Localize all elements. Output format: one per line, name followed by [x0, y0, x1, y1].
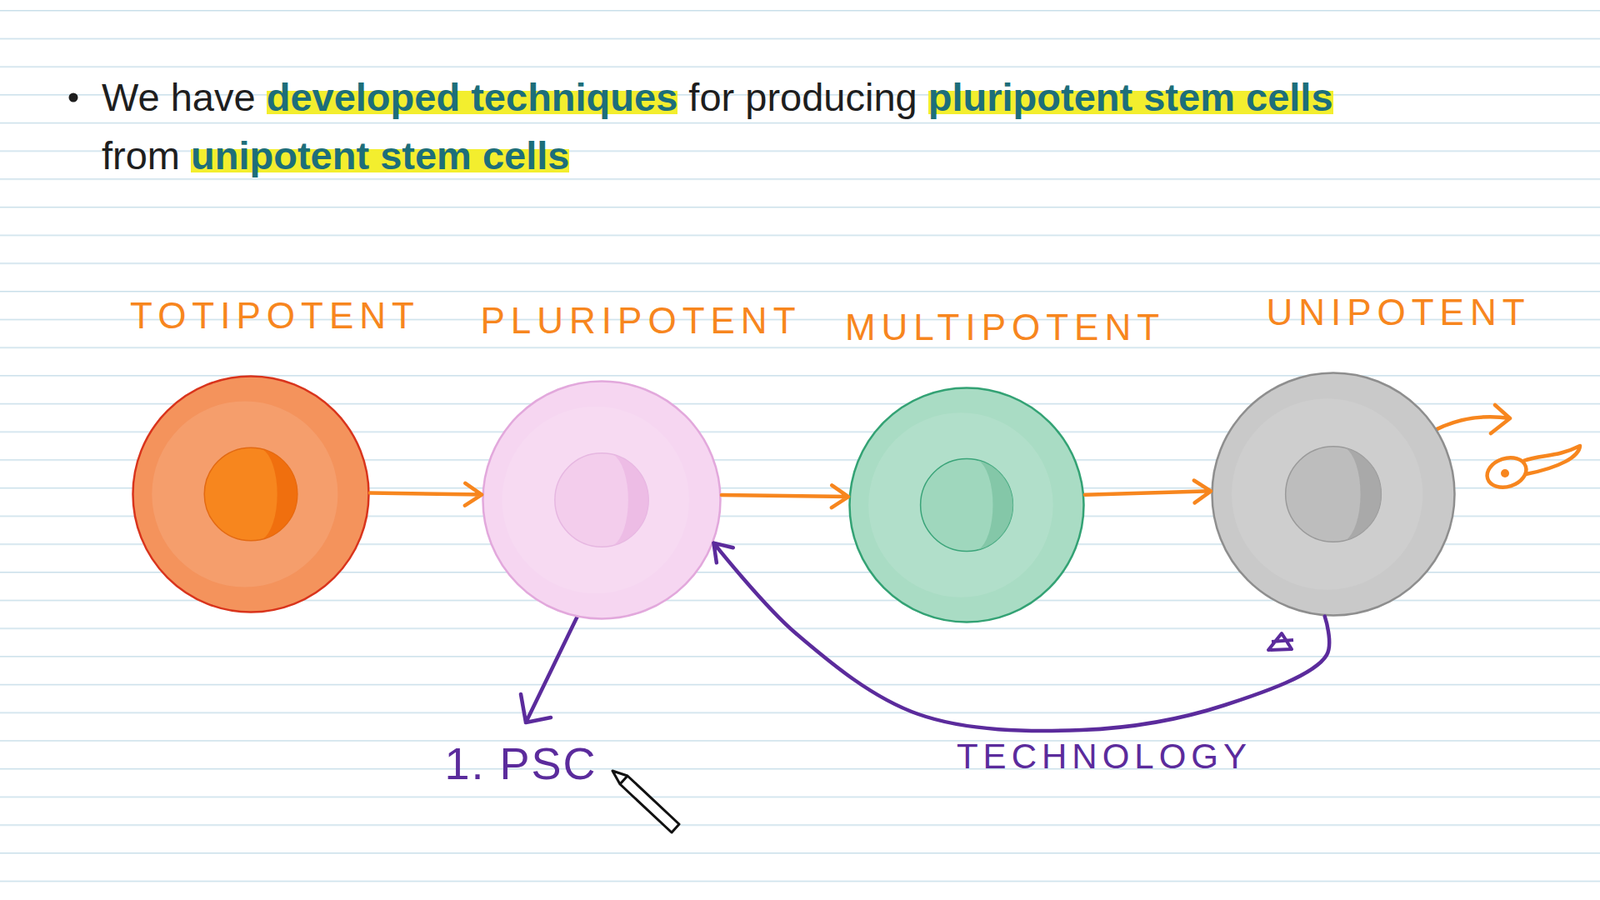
- sperm-head: [1483, 452, 1530, 492]
- highlighted-phrase: developed techniques: [266, 75, 679, 120]
- highlighted-phrase: unipotent stem cells: [190, 133, 570, 178]
- star-mark: [1268, 633, 1294, 650]
- differentiation-arrow: [721, 485, 849, 508]
- cell-nucleus: [1285, 446, 1382, 543]
- pen-cursor: [612, 770, 680, 833]
- sperm-tail: [1523, 445, 1580, 475]
- cell-membrane: [483, 381, 721, 620]
- differentiation-arrow: [370, 483, 482, 506]
- plain-phrase: We have: [101, 75, 267, 120]
- stem-cell: UNIPOTENT: [1210, 371, 1456, 617]
- cell-membrane: [850, 388, 1085, 623]
- nucleus-shade: [262, 449, 298, 540]
- potency-heading: UNIPOTENT: [1181, 291, 1600, 334]
- sperm-cell: [1483, 445, 1580, 493]
- cytoplasm-glow: [501, 406, 690, 595]
- potency-heading: TOTIPOTENT: [58, 295, 492, 337]
- nucleus-shade: [613, 455, 650, 546]
- highlighted-phrase: pluripotent stem cells: [928, 75, 1334, 120]
- potency-heading: MULTIPOTENT: [788, 306, 1222, 349]
- callout-label: 1. PSC: [354, 738, 688, 789]
- cytoplasm-glow: [151, 400, 338, 587]
- cell-membrane: [1212, 373, 1455, 616]
- plain-phrase: for producing: [677, 75, 928, 120]
- nucleus-shade: [1345, 447, 1381, 540]
- bullet-text: We have developed techniques for produci…: [101, 68, 1569, 185]
- cytoplasm-glow: [868, 412, 1054, 598]
- reprogramming-arrow: [713, 543, 1330, 731]
- cytoplasm-glow: [1231, 398, 1423, 590]
- cell-outline: [848, 386, 1085, 624]
- cell-outline: [131, 375, 370, 614]
- differentiation-arrow: [1085, 480, 1211, 504]
- cell-membrane: [133, 376, 370, 613]
- nucleus-shade: [978, 460, 1014, 550]
- stem-cell: MULTIPOTENT: [848, 386, 1085, 624]
- pointer-arrow: [520, 607, 582, 723]
- connector-label: TECHNOLOGY: [854, 731, 1355, 782]
- stem-cell: TOTIPOTENT: [131, 375, 370, 614]
- cell-outline: [1210, 371, 1456, 617]
- potency-heading: PLURIPOTENT: [424, 300, 858, 342]
- plain-phrase: from: [101, 133, 191, 178]
- cell-nucleus: [555, 453, 649, 547]
- cell-nucleus: [920, 459, 1014, 552]
- stem-cell: PLURIPOTENT: [481, 380, 722, 620]
- bullet-dot: [69, 93, 79, 103]
- sperm-nucleus: [1500, 469, 1510, 478]
- cell-outline: [481, 380, 722, 620]
- cell-nucleus: [204, 447, 298, 541]
